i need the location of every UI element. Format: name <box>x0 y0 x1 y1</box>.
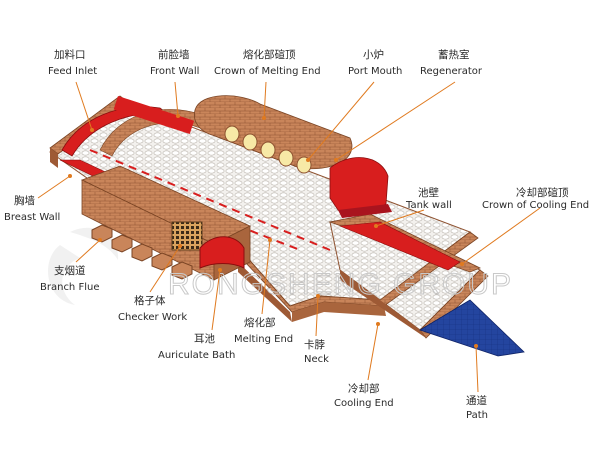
regenerator-hood <box>329 157 389 214</box>
label-branch-flue: 支烟道 Branch Flue <box>40 264 99 293</box>
label-cooling-end: 冷却部 Cooling End <box>334 382 394 409</box>
floor-center-line <box>89 149 331 251</box>
cooling-end-en: Cooling End <box>334 398 394 409</box>
label-auriculate-bath: 耳池 Auriculate Bath <box>158 332 235 361</box>
neck-en: Neck <box>304 354 329 365</box>
path-en: Path <box>466 410 488 421</box>
tank-wall-zh: 池壁 <box>418 186 439 199</box>
checker-work-en: Checker Work <box>118 312 187 323</box>
crown-melting-en: Crown of Melting End <box>214 66 321 77</box>
melting-end-zh: 熔化部 <box>244 316 276 329</box>
regenerator-block <box>80 165 251 281</box>
leader-lines <box>37 81 541 393</box>
crown-cooling-en: Crown of Cooling End <box>482 200 589 211</box>
checker-work-block <box>171 221 203 251</box>
label-tank-wall: 池壁 Tank wall <box>405 186 452 211</box>
breast-wall-en: Breast Wall <box>4 212 60 223</box>
label-crown-melting: 熔化部碹顶 Crown of Melting End <box>214 48 321 77</box>
cooling-end-zh: 冷却部 <box>348 382 380 395</box>
auriculate-bath-en: Auriculate Bath <box>158 350 235 361</box>
front-wall-zh: 前脸墙 <box>158 48 190 61</box>
tank-wall-en: Tank wall <box>405 200 452 211</box>
label-crown-cooling: 冷却部碹顶 Crown of Cooling End <box>482 186 589 211</box>
label-path: 通道 Path <box>466 394 488 421</box>
label-melting-end: 熔化部 Melting End <box>234 316 293 345</box>
branch-flue-zh: 支烟道 <box>54 264 86 277</box>
crown-cooling-zh: 冷却部碹顶 <box>516 186 569 199</box>
label-front-wall: 前脸墙 Front Wall <box>150 48 199 77</box>
port-mouth-en: Port Mouth <box>348 66 402 77</box>
regenerator-en: Regenerator <box>420 66 483 77</box>
checker-work-zh: 格子体 <box>134 294 166 307</box>
path-ramp <box>419 299 525 357</box>
front-wall-en: Front Wall <box>150 66 199 77</box>
cooling-end-red-band <box>339 221 461 271</box>
watermark-text: RONGSHENG GROUP <box>168 268 513 301</box>
path-zh: 通道 <box>466 394 487 407</box>
label-checker-work: 格子体 Checker Work <box>118 294 187 323</box>
neck-zh: 卡脖 <box>304 338 325 351</box>
regenerator-zh: 蓄热室 <box>438 48 470 61</box>
label-regenerator: 蓄热室 Regenerator <box>420 48 483 77</box>
feed-inlet-en: Feed Inlet <box>48 66 97 77</box>
crown-melting-zh: 熔化部碹顶 <box>243 48 296 61</box>
breast-wall-zh: 胸墙 <box>14 194 35 207</box>
feed-inlet-zh: 加料口 <box>54 48 86 61</box>
front-wall-arch <box>61 96 211 157</box>
label-neck: 卡脖 Neck <box>304 338 329 365</box>
label-port-mouth: 小炉 Port Mouth <box>348 49 402 77</box>
melting-end-en: Melting End <box>234 334 293 345</box>
auriculate-bath-zh: 耳池 <box>194 332 215 345</box>
branch-flue-en: Branch Flue <box>40 282 99 293</box>
label-feed-inlet: 加料口 Feed Inlet <box>48 48 97 77</box>
port-mouth-zh: 小炉 <box>363 49 384 61</box>
label-breast-wall: 胸墙 Breast Wall <box>4 194 60 223</box>
